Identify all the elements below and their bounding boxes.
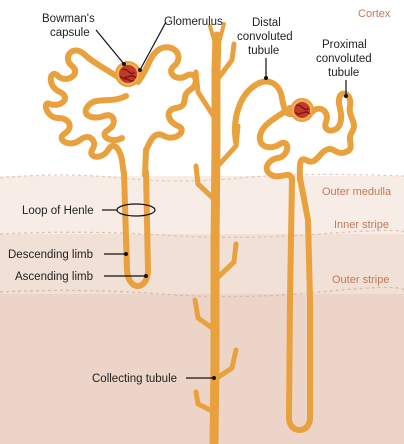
zone-boundary-1 bbox=[0, 173, 404, 182]
leader-bowmans bbox=[95, 29, 125, 65]
outer-stripe-band bbox=[0, 294, 404, 444]
label-distal-3: tubule bbox=[248, 45, 279, 57]
zone-label-inner-stripe: Inner stripe bbox=[334, 219, 389, 231]
label-bowmans-capsule-1: Bowman's bbox=[42, 13, 95, 25]
zone-label-outer-stripe: Outer stripe bbox=[332, 274, 389, 286]
label-distal-1: Distal bbox=[252, 17, 281, 29]
left-nephron-convolutions bbox=[42, 44, 199, 178]
loop-of-henle-left bbox=[121, 169, 151, 289]
leader-ascending-dot bbox=[144, 274, 148, 278]
leader-collecting-dot bbox=[212, 376, 216, 380]
leader-distal-dot bbox=[264, 76, 268, 80]
label-bowmans-capsule-2: capsule bbox=[50, 27, 90, 39]
label-proximal-1: Proximal bbox=[322, 39, 367, 51]
glomerulus-left bbox=[115, 61, 141, 87]
label-proximal-3: tubule bbox=[328, 67, 359, 79]
zone-boundary-3 bbox=[0, 286, 404, 298]
leader-glomerulus-dot bbox=[138, 68, 142, 72]
inner-stripe-band bbox=[0, 234, 404, 294]
leader-bowmans-dot bbox=[122, 62, 126, 66]
label-descending-limb: Descending limb bbox=[8, 249, 93, 261]
label-ascending-limb: Ascending limb bbox=[15, 271, 93, 283]
label-loop-of-henle: Loop of Henle bbox=[22, 205, 94, 217]
label-collecting-tubule: Collecting tubule bbox=[92, 373, 177, 385]
zone-boundary-2 bbox=[0, 229, 404, 238]
right-nephron-convolutions bbox=[232, 78, 357, 183]
glomerulus-right bbox=[290, 98, 314, 122]
label-distal-2: convoluted bbox=[237, 31, 293, 43]
leader-glomerulus bbox=[139, 21, 167, 71]
zone-label-cortex: Cortex bbox=[358, 8, 391, 20]
label-proximal-2: convoluted bbox=[316, 53, 372, 65]
zone-label-outer-medulla: Outer medulla bbox=[322, 186, 392, 198]
leader-descending-dot bbox=[124, 252, 128, 256]
leader-proximal-dot bbox=[344, 94, 348, 98]
label-glomerulus: Glomerulus bbox=[164, 16, 223, 28]
loop-of-henle-right bbox=[286, 175, 313, 433]
